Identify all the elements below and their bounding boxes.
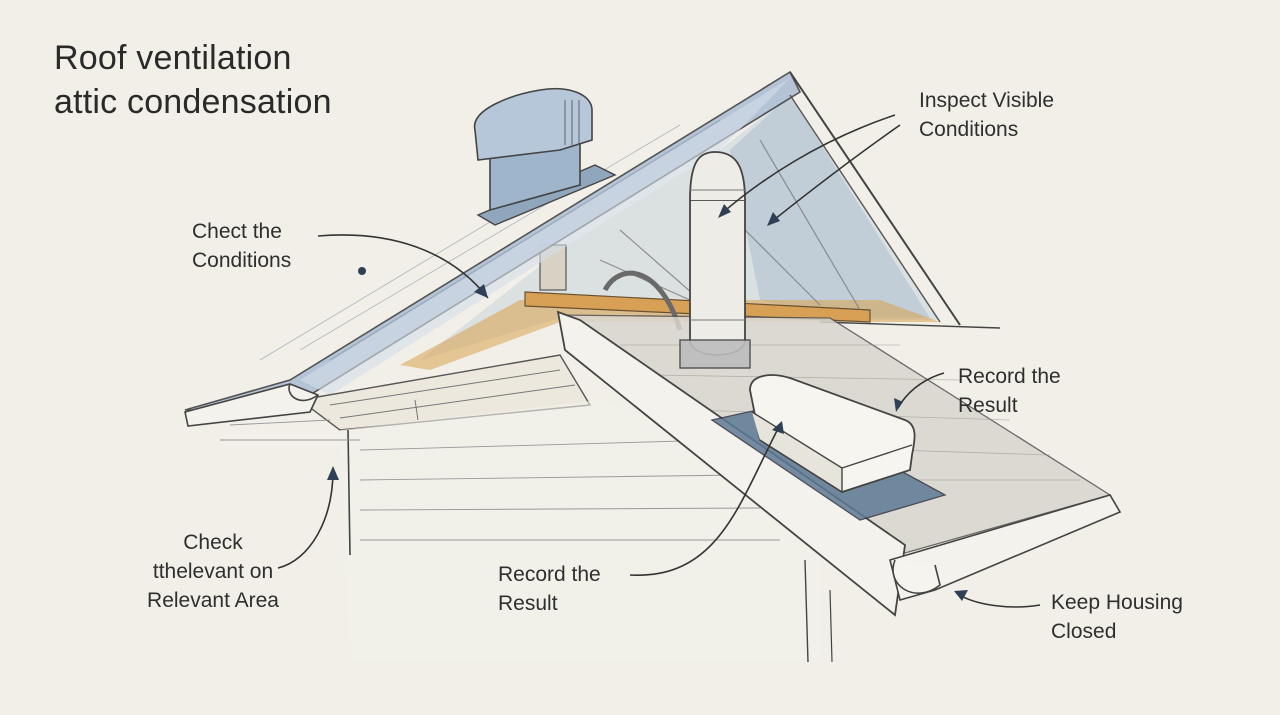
vent-pipe <box>679 151 751 369</box>
attic-rafters <box>599 139 861 311</box>
callout-arrows <box>277 114 1041 608</box>
label-keep-housing-closed: Keep Housing Closed <box>1051 591 1183 643</box>
label-check-relevant-area: Check tthelevant on Relevant Area <box>147 531 279 612</box>
title-line-1: Roof ventilation <box>54 39 292 77</box>
label-record-result-center: Record the Result <box>498 563 601 615</box>
arrow-record-center <box>629 424 781 576</box>
arrow-inspect-b <box>769 124 901 224</box>
arrow-heads <box>327 204 968 601</box>
gable-edge-inner <box>789 94 941 323</box>
wall-siding <box>220 400 833 663</box>
left-gutter <box>184 383 320 427</box>
gable-edge <box>789 71 961 326</box>
gable-interior <box>730 95 930 318</box>
arrow-keep <box>957 593 1041 608</box>
title-line-2: attic condensation <box>54 83 332 121</box>
eave-line-right <box>819 321 1001 329</box>
diagram-title: Roof ventilation attic condensation <box>54 36 332 124</box>
roof-hood-vent <box>473 87 617 226</box>
left-roof-highlight <box>300 78 790 395</box>
callout-dot <box>358 267 366 275</box>
right-gutter <box>889 494 1122 601</box>
arrow-check-left <box>277 469 334 569</box>
box-vent <box>749 374 916 494</box>
soffit-lines <box>329 369 576 421</box>
gutter-downspout <box>892 559 941 594</box>
flex-duct <box>602 270 683 331</box>
arrow-inspect-a <box>719 114 896 216</box>
gutter-end <box>288 383 319 402</box>
label-chect-the-conditions: Chect the Conditions <box>192 220 292 272</box>
label-inspect-visible-conditions: Inspect Visible Conditions <box>919 89 1055 141</box>
label-record-result-right: Record the Result <box>958 365 1061 417</box>
arrow-chect <box>317 234 489 299</box>
